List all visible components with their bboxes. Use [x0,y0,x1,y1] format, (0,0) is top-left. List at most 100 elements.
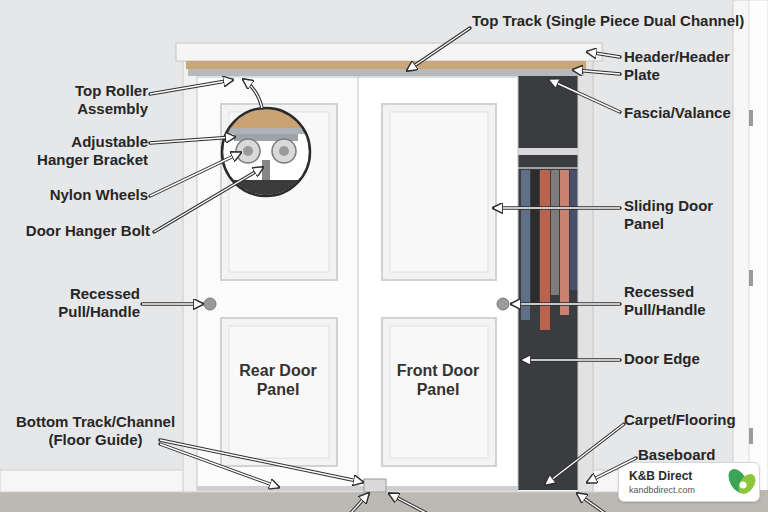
garment [570,170,578,290]
raised-panel [221,318,337,466]
door-label: Front Door Panel [388,361,488,399]
part-label: Door Hanger Bolt [10,222,150,240]
part-label: Top Track (Single Piece Dual Channel) [472,12,762,30]
part-label: Nylon Wheels [18,186,148,204]
leader-line [512,303,620,304]
leader-line [574,70,620,74]
leader-line [150,80,232,94]
part-label: Sliding Door Panel [624,197,734,233]
inset-track [220,128,312,134]
hinge [749,428,753,444]
leader-line [494,207,620,208]
leader-line [522,359,620,360]
wheel-hub [243,146,253,156]
leader-line [154,168,262,232]
nylon-wheel [272,139,296,163]
leader-line [546,424,624,484]
part-label: Carpet/Flooring [624,411,764,429]
header-trim [176,43,602,61]
raised-panel [221,104,337,280]
part-label: Adjustable Hanger Bracket [23,133,148,169]
garment [540,170,550,330]
recessed-pull [497,298,509,310]
leader-line [574,70,620,74]
leader-line [522,358,620,361]
door-jamb [578,58,593,492]
leader-line [160,440,362,482]
raised-panel [382,104,496,280]
door-panel: Front Door Panel [358,77,518,489]
leader-line [390,494,428,512]
leader-line [150,137,234,143]
part-label: Baseboard [638,446,758,464]
leader-line [588,52,620,57]
leader-line [588,458,636,482]
hinge [749,270,753,286]
leader-line [160,440,362,482]
leader-line [408,28,470,70]
part-label: Door Edge [624,350,764,368]
leader-line [546,424,624,484]
leader-line [494,206,620,209]
closet-trim [183,58,593,492]
leader-line [578,494,606,512]
logo-badge: K&B Direct kandbdirect.com [618,462,760,502]
nylon-wheel [236,139,260,163]
recessed-pull [204,298,216,310]
header-plate [186,61,586,69]
garment [521,170,530,320]
door-panel: Rear Door Panel [197,77,360,489]
leader-line [390,494,428,512]
room-door [749,0,768,495]
leader-line [160,444,278,487]
garment [560,170,569,315]
floor-guide [364,479,386,492]
brand-name: K&B Direct [629,469,734,483]
part-label: Top Roller Assembly [48,82,148,118]
leader-line [154,168,262,232]
part-label: Bottom Track/Channel (Floor Guide) [8,413,183,449]
inset-header [220,108,312,128]
leader-line [150,137,234,143]
door-slab [197,77,360,489]
closet-rod [518,167,580,169]
part-label: Recessed Pull/Handle [40,285,140,321]
baseboard [0,470,191,492]
leader-line [512,302,620,305]
leader-line [150,153,240,196]
leader-line [578,494,606,512]
logo-leaf [735,471,759,497]
raised-panel [229,326,329,458]
leader-line [550,80,620,112]
part-label: Recessed Pull/Handle [624,283,734,319]
leader-line [350,494,368,512]
wheel-hub [279,146,289,156]
room-door-frame [733,0,768,495]
leader-line [150,80,232,94]
leader-line [142,302,202,305]
bottom-track [197,486,518,491]
closet-shelf [518,148,580,155]
raised-panel [390,112,488,272]
leader-line [150,153,240,196]
leader-line [244,80,262,108]
leader-line [550,80,620,112]
leader-line [160,444,278,487]
leader-line [408,28,470,70]
inset-border [222,108,310,196]
brand-url: kandbdirect.com [629,485,734,496]
part-label: Header/Header Plate [624,48,742,84]
hanger-bolt [262,160,270,182]
leader-line [244,80,262,108]
closet-interior [518,76,580,490]
leader-line [588,458,636,482]
leader-line [350,494,368,512]
logo-mark [740,482,747,489]
raised-panel [382,318,496,466]
part-label: Fascia/Valance [624,104,764,122]
garment [531,170,539,305]
top-track [188,69,584,76]
garment [551,170,559,295]
door-top [226,180,306,196]
